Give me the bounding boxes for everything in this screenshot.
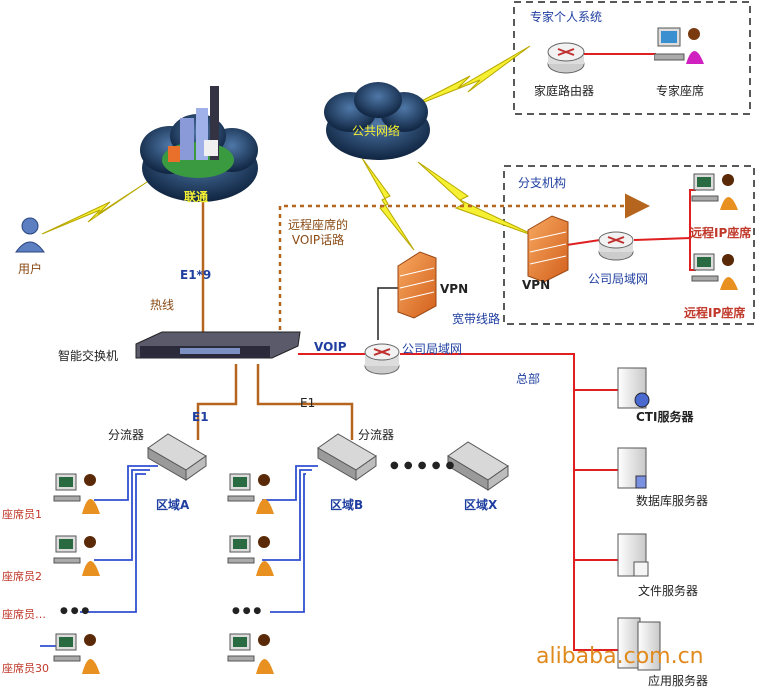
- agent-2-workstation-icon: [53, 535, 100, 576]
- hq-router-icon: [364, 343, 400, 375]
- agent-more-dots: ● ● ●: [60, 606, 90, 616]
- cti-server-label: CTI服务器: [636, 410, 694, 424]
- file-server-label: 文件服务器: [638, 584, 699, 598]
- app-server-label: 应用服务器: [648, 674, 709, 688]
- expert-seat-label: 专家座席: [656, 84, 705, 98]
- branch-box: [503, 165, 755, 325]
- voip-path-line: [278, 193, 650, 338]
- smart-switch-icon: [135, 331, 301, 359]
- user-icon: [15, 217, 45, 253]
- remote-ip-seat-2-workstation-icon: [691, 253, 738, 290]
- public-network-label: 公共网络: [352, 124, 401, 138]
- home-router-label: 家庭路由器: [534, 84, 595, 98]
- expert-group-label: 专家个人系统: [530, 10, 603, 24]
- file-server-icon: [617, 533, 649, 577]
- zone-a-label: 区域A: [156, 498, 190, 512]
- unicom-label: 联通: [184, 190, 209, 204]
- hq-group-label: 总部: [516, 372, 541, 386]
- branch-group-label: 分支机构: [518, 176, 567, 190]
- e1-a-label: E1: [192, 410, 209, 424]
- e1-a-line: [196, 364, 238, 440]
- e1-b-label: E1: [300, 396, 316, 410]
- broadband-label: 宽带线路: [452, 312, 501, 326]
- lightning-bolt: [403, 45, 531, 111]
- watermark: alibaba.com.cn: [536, 644, 704, 669]
- remote-ip-seat-1-label: 远程IP座席: [690, 226, 752, 240]
- voip-label: VOIP: [314, 340, 347, 354]
- expert-seat-workstation-icon: [654, 27, 704, 64]
- unicom-cloud-icon: [140, 86, 258, 202]
- hotline-label: 热线: [150, 298, 175, 312]
- agent-30-workstation-icon: [53, 633, 100, 674]
- zone-b-agent-2-workstation-icon: [227, 535, 274, 576]
- smart-switch-label: 智能交换机: [58, 349, 119, 363]
- voip-path-label: 远程座席的 VOIP话路: [288, 218, 349, 247]
- splitter-a-icon: [147, 433, 207, 481]
- database-server-icon: [617, 447, 647, 489]
- db-server-label: 数据库服务器: [636, 494, 709, 508]
- zone-b-label: 区域B: [330, 498, 364, 512]
- user-label: 用户: [18, 262, 43, 276]
- remote-ip-seat-1-workstation-icon: [691, 173, 738, 210]
- agent-1-workstation-icon: [53, 473, 100, 514]
- zone-a-wires: [80, 465, 158, 613]
- hq-vpn-link: [377, 287, 400, 340]
- splitter-b-label: 分流器: [358, 428, 395, 442]
- branch-router-icon: [598, 231, 634, 261]
- more-zones-dots: ● ● ● ● ●: [390, 460, 456, 471]
- e1x9-label: E1*9: [180, 268, 212, 282]
- public-network-cloud-icon: [324, 82, 430, 160]
- zone-b-agent-more-dots: ● ● ●: [232, 606, 262, 616]
- splitter-b-icon: [317, 433, 377, 481]
- remote-ip-seat-2-label: 远程IP座席: [684, 306, 746, 320]
- hq-vpn-label: VPN: [440, 282, 469, 296]
- hq-lan-label: 公司局域网: [402, 342, 463, 356]
- application-server-icon: [617, 617, 661, 671]
- hq-lan-bus: [400, 353, 618, 651]
- branch-vpn-label: VPN: [522, 278, 551, 292]
- agent-1-label: 座席员1: [2, 508, 42, 521]
- branch-lan-label: 公司局域网: [588, 272, 649, 286]
- splitter-a-label: 分流器: [108, 428, 145, 442]
- zone-b-agent-30-workstation-icon: [227, 633, 274, 674]
- agent-30-label: 座席员30: [2, 662, 49, 675]
- agent-2-label: 座席员2: [2, 570, 42, 583]
- branch-firewall-icon: [527, 215, 569, 283]
- e1-b-line: [256, 364, 354, 440]
- zone-b-agent-1-workstation-icon: [227, 473, 274, 514]
- cti-server-icon: [617, 367, 650, 409]
- home-router-icon: [547, 42, 585, 74]
- lightning-bolt: [361, 157, 415, 251]
- lightning-bolt: [41, 179, 151, 235]
- zone-b-wires: [262, 465, 318, 613]
- zone-x-label: 区域X: [464, 498, 498, 512]
- hq-firewall-icon: [397, 251, 437, 319]
- agent-more-label: 座席员…: [2, 608, 46, 621]
- splitter-x-icon: [447, 441, 509, 491]
